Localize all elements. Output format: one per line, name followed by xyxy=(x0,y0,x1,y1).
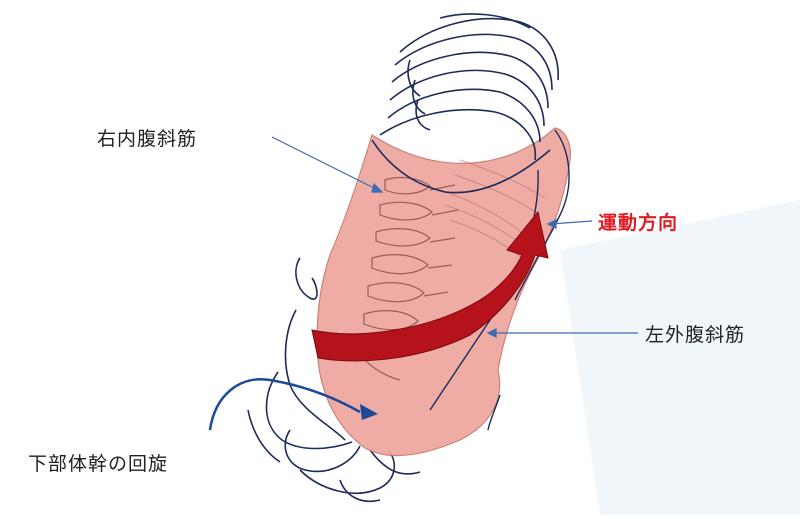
label-lower-trunk-rotation: 下部体幹の回旋 xyxy=(28,453,169,475)
label-movement-direction: 運動方向 xyxy=(598,212,679,234)
leader-direction xyxy=(549,220,593,225)
leader-left-external-head xyxy=(486,328,497,338)
background-glow xyxy=(560,200,800,515)
leader-direction-head xyxy=(546,219,557,229)
leader-right-internal xyxy=(271,136,383,193)
lower-trunk-rotation-line xyxy=(208,377,361,431)
movement-arrow xyxy=(311,210,549,362)
rib-cage xyxy=(371,13,559,194)
label-left-external-oblique: 左外腹斜筋 xyxy=(645,324,746,346)
label-right-internal-oblique: 右内腹斜筋 xyxy=(97,128,198,150)
oblique-muscle-mass xyxy=(316,127,571,457)
leader-right-internal-head xyxy=(371,182,384,193)
vertebral-column xyxy=(349,176,459,381)
leader-lines xyxy=(271,136,638,338)
pelvis-outline xyxy=(247,257,421,502)
lower-trunk-rotation-head xyxy=(360,404,378,420)
